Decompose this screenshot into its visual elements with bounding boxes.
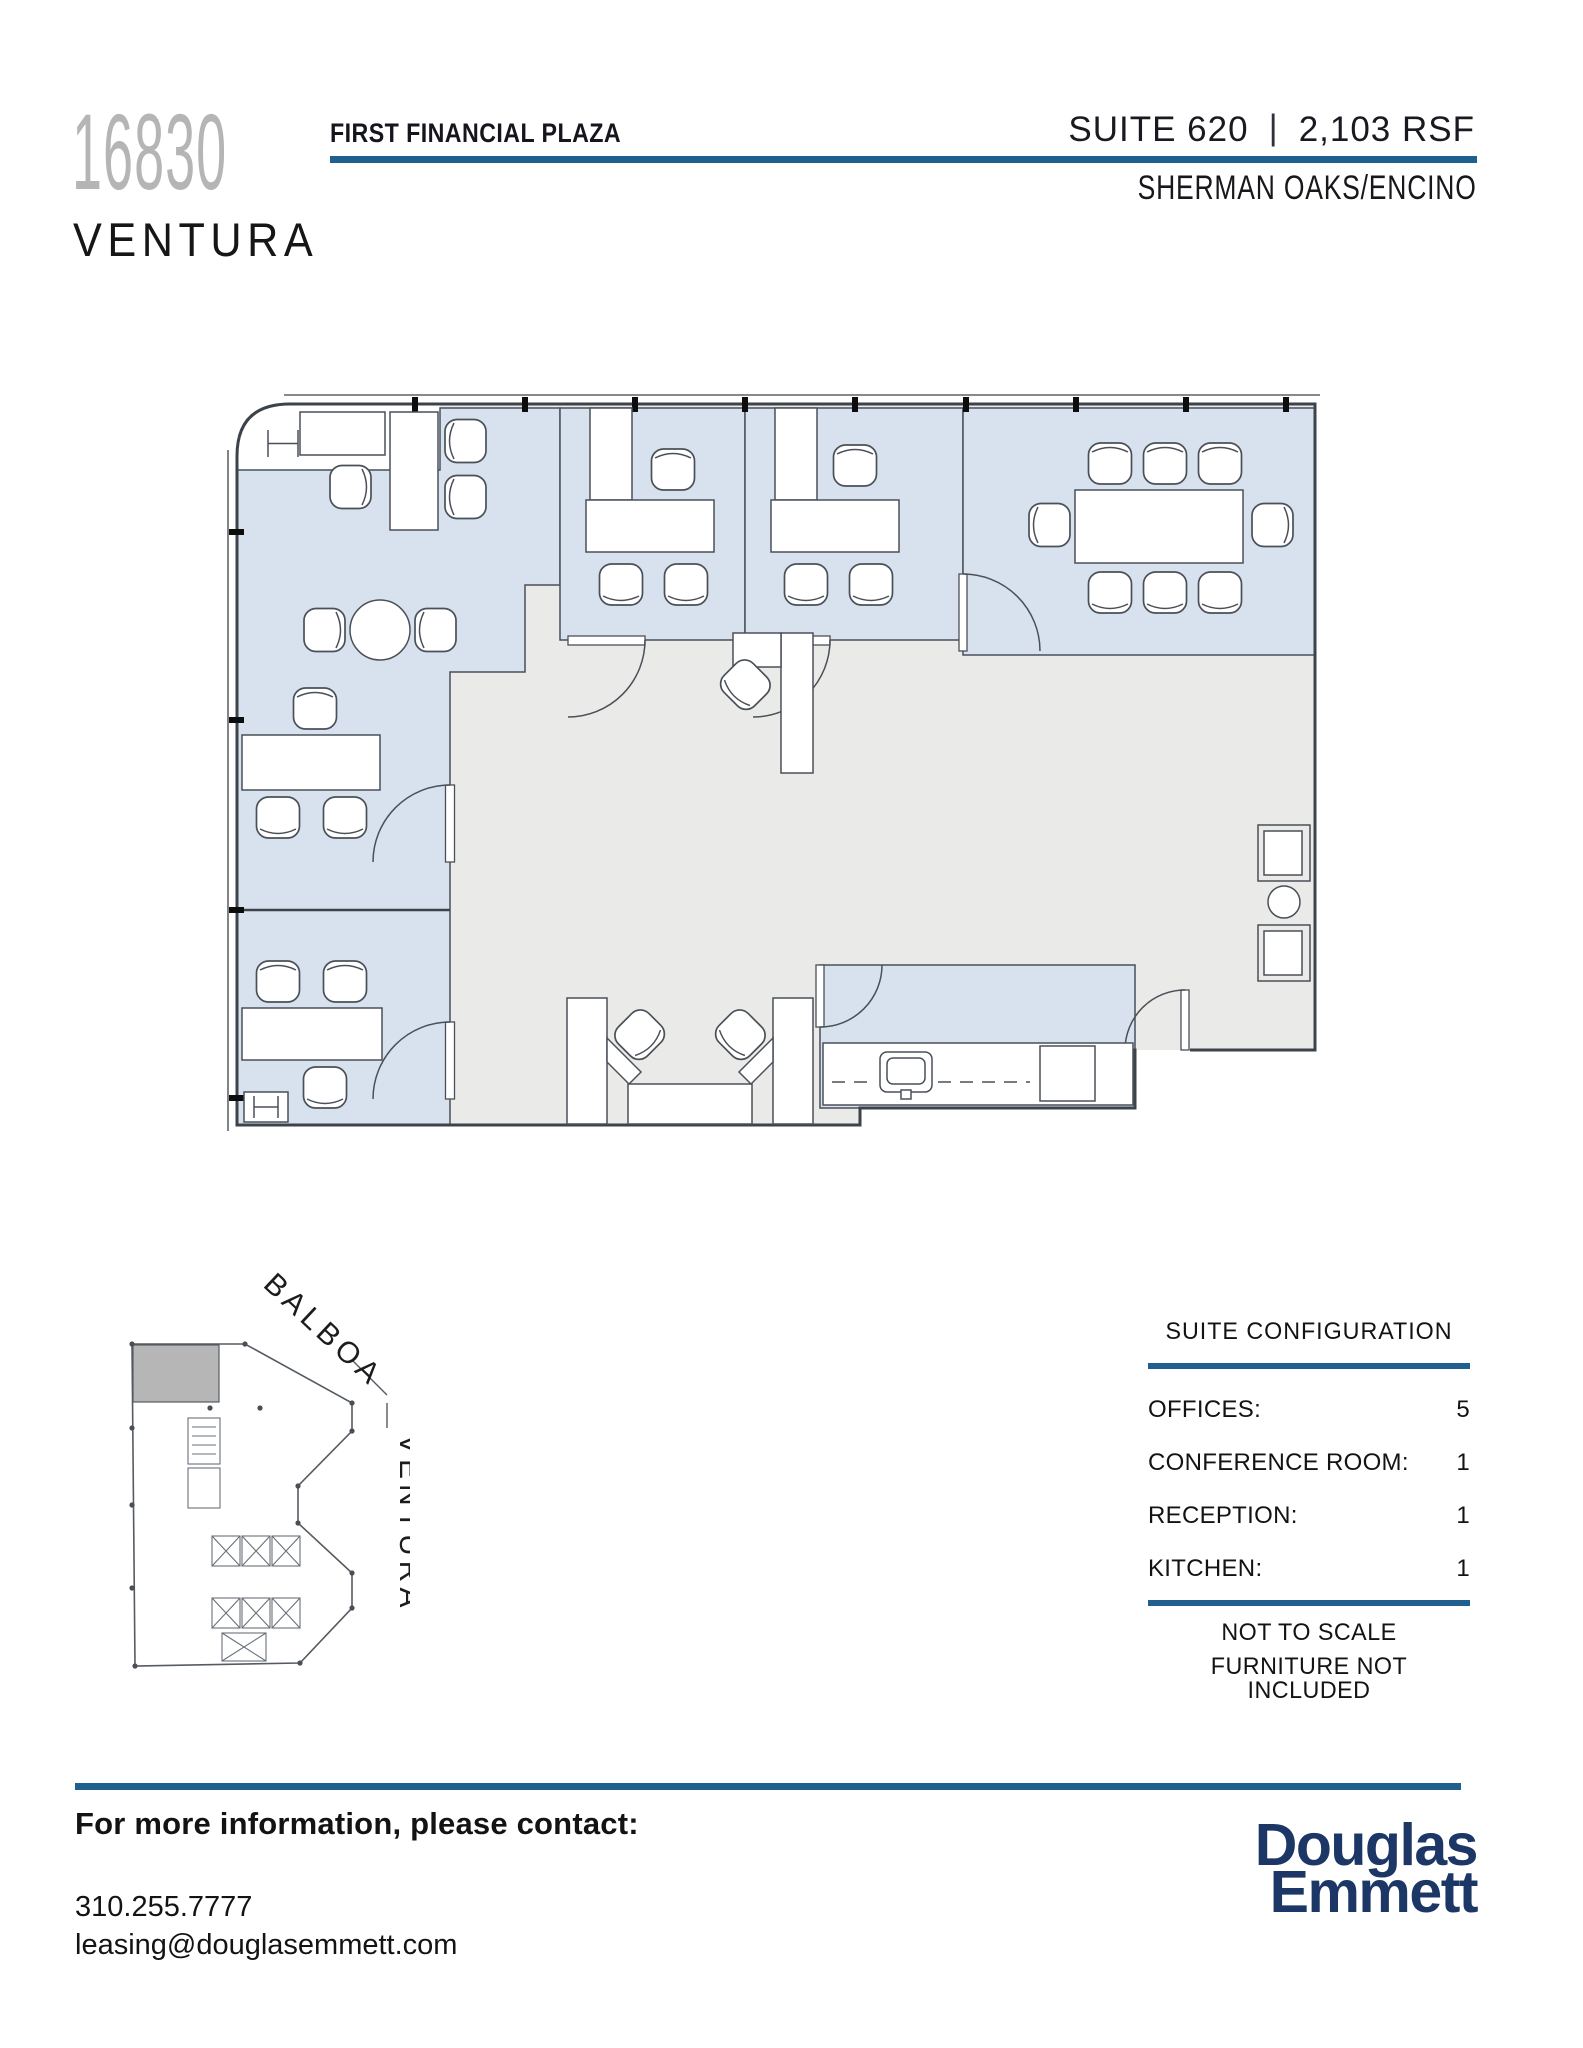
- config-value: 1: [1456, 1555, 1470, 1582]
- window-ticks: [229, 397, 1289, 1101]
- suite-number: SUITE 620: [1068, 110, 1249, 149]
- building-number: 16830: [72, 91, 228, 212]
- contact-phone: 310.255.7777: [75, 1891, 253, 1923]
- douglas-emmett-logo: Douglas Emmett: [1254, 1812, 1479, 1925]
- floor-plan: [227, 394, 1320, 1131]
- note-furniture: FURNITURE NOT INCLUDED: [1210, 1653, 1408, 1704]
- logo-line-1: Douglas: [1254, 1812, 1479, 1878]
- furniture: [241, 407, 1311, 1125]
- key-plan-suite-highlight: [132, 1344, 220, 1403]
- config-row-kitchen: KITCHEN: 1: [1148, 1557, 1470, 1581]
- config-value: 5: [1456, 1396, 1470, 1423]
- config-divider-top: [1148, 1363, 1470, 1369]
- config-row-offices: OFFICES: 5: [1148, 1398, 1470, 1422]
- config-divider-bottom: [1148, 1600, 1470, 1606]
- footer-divider: [75, 1783, 1461, 1790]
- key-plan: BALBOA VENTURA: [129, 1268, 410, 1669]
- config-row-conference: CONFERENCE ROOM: 1: [1148, 1451, 1470, 1475]
- suite-configuration-title: SUITE CONFIGURATION: [1165, 1318, 1453, 1345]
- separator: |: [1268, 108, 1279, 147]
- logo-line-2: Emmett: [1269, 1859, 1479, 1925]
- config-label: RECEPTION:: [1148, 1502, 1298, 1529]
- suite-size-line: SUITE 620 | 2,103 RSF: [1068, 108, 1475, 149]
- config-value: 1: [1456, 1449, 1470, 1476]
- street-label-ventura: VENTURA: [393, 1434, 410, 1612]
- suite-area: 2,103 RSF: [1298, 110, 1475, 149]
- config-label: KITCHEN:: [1148, 1555, 1263, 1582]
- building-name: VENTURA: [73, 213, 319, 266]
- exterior-walls: [235, 402, 1317, 1127]
- submarket-label: SHERMAN OAKS/ENCINO: [1137, 169, 1477, 207]
- contact-email: leasing@douglasemmett.com: [75, 1929, 458, 1961]
- key-plan-core: [187, 1417, 301, 1662]
- note-not-to-scale: NOT TO SCALE: [1221, 1619, 1397, 1646]
- config-label: OFFICES:: [1148, 1396, 1262, 1423]
- street-leader-line: [352, 1360, 388, 1428]
- config-row-reception: RECEPTION: 1: [1148, 1504, 1470, 1528]
- property-name: FIRST FINANCIAL PLAZA: [330, 118, 622, 148]
- suite-configuration: SUITE CONFIGURATION OFFICES: 5 CONFERENC…: [1148, 1320, 1470, 1703]
- contact-heading: For more information, please contact:: [75, 1806, 639, 1841]
- header-divider: [330, 156, 1477, 163]
- config-value: 1: [1456, 1502, 1470, 1529]
- config-label: CONFERENCE ROOM:: [1148, 1449, 1409, 1476]
- key-plan-columns: [129, 1341, 355, 1669]
